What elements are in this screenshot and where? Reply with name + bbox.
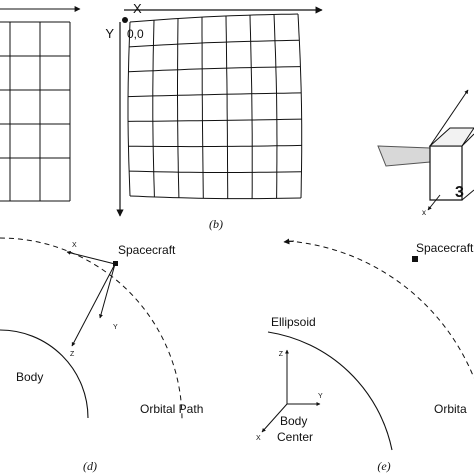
panel-d-axis-y-label: Y <box>113 324 118 331</box>
panel-d-body-outline <box>0 329 89 419</box>
panel-d-axis-x <box>66 250 116 265</box>
panel-d-axis-x-label: X <box>72 242 77 249</box>
panel-e-caption: (e) <box>377 459 390 473</box>
panel-d-axis-z-label: Z <box>70 351 75 358</box>
panel-e-body-center-line2: Center <box>277 430 313 444</box>
grid-line <box>129 13 299 23</box>
panel-c-sensor-box: x 3 <box>377 89 474 217</box>
panel-c-box-top <box>428 127 474 147</box>
grid-line <box>177 18 180 198</box>
panel-b-x-label: X <box>133 1 142 16</box>
panel-d-axis-z <box>71 263 116 347</box>
panel-b-distorted-grid: X Y 0,0 (b) <box>105 1 323 231</box>
panel-e-spacecraft-label: Spacecraft <box>416 241 474 255</box>
panel-e-ellipsoid-outline <box>267 331 393 451</box>
panel-e-axis-x <box>261 403 288 433</box>
grid-line <box>152 20 155 197</box>
panel-d-caption: (d) <box>83 459 97 473</box>
panel-b-y-label: Y <box>105 26 114 41</box>
panel-b-grid-lines <box>127 13 303 200</box>
panel-b-origin-dot <box>122 17 128 23</box>
grid-line <box>128 92 302 98</box>
grid-line <box>249 15 253 199</box>
grid-line <box>129 39 300 48</box>
panel-d-spacecraft-label: Spacecraft <box>118 243 176 257</box>
panel-c-box-number: 3 <box>455 184 464 201</box>
panel-e-axis-y-label: Y <box>318 393 323 400</box>
panel-d-orbital-path-label: Orbital Path <box>140 402 203 416</box>
panel-c-beam <box>377 145 431 167</box>
grid-line <box>128 118 302 122</box>
panel-c-axis-x <box>427 194 441 211</box>
panel-a-regular-grid <box>0 6 81 202</box>
panel-e-spacecraft-marker <box>412 256 418 262</box>
grid-line <box>128 144 302 148</box>
panel-d-body-label: Body <box>16 370 43 384</box>
panel-e-orbital-path <box>287 240 474 379</box>
panel-c-axis-x-label: x <box>422 208 426 217</box>
panel-d-axis-y <box>99 263 116 319</box>
grid-line <box>201 17 204 199</box>
panel-d-spacecraft-marker <box>113 261 118 266</box>
panel-e-orbital-label: Orbita <box>434 402 467 416</box>
panel-e-body-center-line1: Body <box>280 414 307 428</box>
panel-d-orbital-path <box>0 237 183 421</box>
grid-line <box>129 170 302 173</box>
grid-line <box>128 66 301 73</box>
panel-c-axis-line <box>429 89 469 147</box>
panel-e-ellipsoid-label: Ellipsoid <box>271 315 316 329</box>
panel-e-axis-x-label: X <box>256 435 261 442</box>
grid-line <box>297 13 303 199</box>
panel-e-axis-z-label: Z <box>279 351 284 358</box>
panel-d-orbit-diagram: X Y Z Spacecraft Body Orbital Path (d) <box>0 237 203 473</box>
grid-line <box>273 14 278 199</box>
panel-e-orbit-diagram: Z Y X Ellipsoid Spacecraft Body Center O… <box>256 238 474 473</box>
grid-line <box>127 21 131 197</box>
panel-b-origin-label: 0,0 <box>127 27 144 41</box>
grid-line <box>225 15 229 199</box>
panel-b-caption: (b) <box>209 217 223 231</box>
panel-e-direction-arrow <box>283 238 295 245</box>
grid-line <box>129 195 302 200</box>
